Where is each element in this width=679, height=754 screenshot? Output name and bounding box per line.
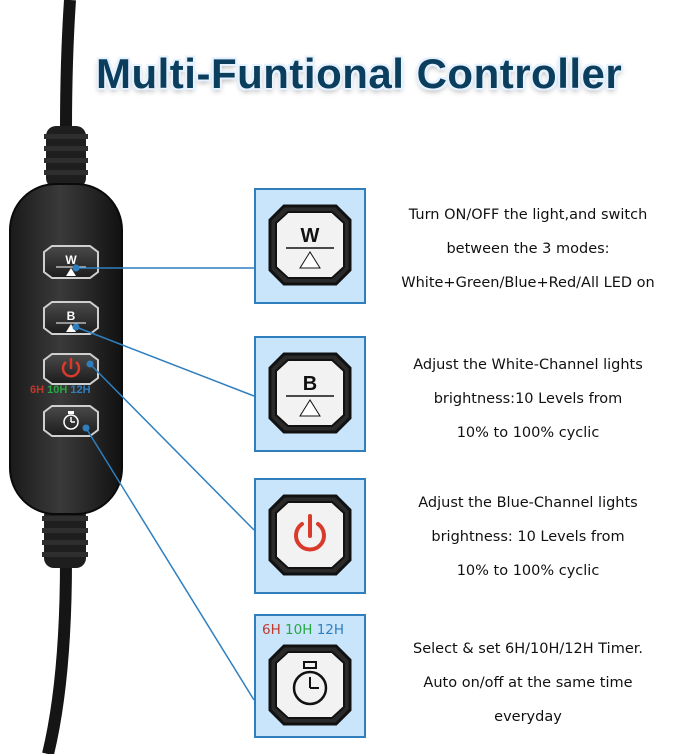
controller-body [9,183,123,515]
timer-button-description: Select & set 6H/10H/12H Timer. Auto on/o… [380,632,676,734]
b-button-label: B [303,373,317,395]
desc-line: Adjust the White-Channel lights [413,357,643,373]
power-icon [61,358,81,378]
w-button-description: Turn ON/OFF the light,and switch between… [380,198,676,300]
page-title: Multi-Funtional Controller [96,50,623,97]
triangle-up-icon [299,399,321,417]
timer-6h-label: 6H [30,384,45,396]
desc-line: everyday [494,709,562,725]
timer-10h-label: 10H [285,622,313,638]
timer-10h-label: 10H [47,384,68,396]
triangle-up-icon [66,268,76,276]
connector-lines [75,267,255,701]
controller-b-label: B [67,309,76,323]
timer-button-closeup [268,644,352,726]
w-button-closeup: W [268,204,352,286]
desc-line: 10% to 100% cyclic [456,563,600,579]
bottom-strain-relief [42,506,88,568]
timer-button-panel [254,614,366,738]
desc-line: between the 3 modes: [446,241,610,257]
desc-line: Turn ON/OFF the light,and switch [408,207,648,223]
power-button-panel [254,478,366,594]
timer-6h-label: 6H [262,622,281,638]
b-button-panel: B [254,336,366,452]
timer-clock-icon [63,411,79,430]
triangle-up-icon [66,324,76,332]
w-button-panel: W [254,188,366,304]
bottom-cable [42,559,72,754]
connector-dots [72,264,94,432]
controller-power-button [43,353,99,385]
desc-line: brightness: 10 Levels from [431,529,625,545]
desc-line: White+Green/Blue+Red/All LED on [401,275,655,291]
power-icon [294,514,326,552]
controller-w-label: W [65,253,77,267]
controller-b-button: B [43,301,99,335]
controller-timer-labels: 6H 10H 12H [30,384,110,396]
desc-line: 10% to 100% cyclic [456,425,600,441]
desc-line: Adjust the Blue-Channel lights [418,495,638,511]
triangle-up-icon [299,251,321,269]
timer-clock-icon [292,661,328,706]
w-button-label: W [301,225,320,247]
panel-timer-labels: 6H 10H 12H [262,622,362,638]
desc-line: Select & set 6H/10H/12H Timer. [413,641,643,657]
power-button-closeup [268,494,352,576]
top-cable [60,0,76,131]
desc-line: Auto on/off at the same time [423,675,633,691]
desc-line: brightness:10 Levels from [433,391,623,407]
controller-timer-button [43,405,99,437]
top-strain-relief [44,126,88,188]
power-button-description: Adjust the Blue-Channel lights brightnes… [380,486,676,588]
b-button-description: Adjust the White-Channel lights brightne… [380,348,676,450]
b-button-closeup: B [268,352,352,434]
timer-12h-label: 12H [316,622,345,638]
timer-12h-label: 12H [70,384,91,396]
controller-w-button: W [43,245,99,279]
